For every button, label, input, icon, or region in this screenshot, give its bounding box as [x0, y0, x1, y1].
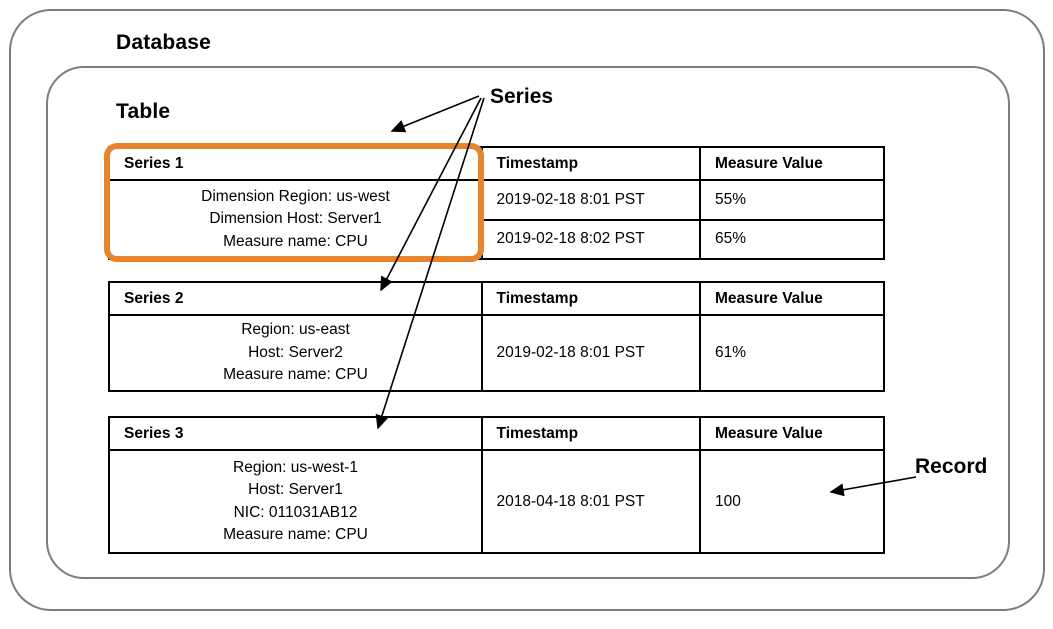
series-block: Series 2 Region: us-east Host: Server2 M…	[108, 281, 890, 392]
series-name-header: Series 1	[110, 148, 481, 181]
measure-value-header: Measure Value	[701, 418, 883, 451]
database-boundary	[9, 9, 1045, 611]
series-block: Series 1 Dimension Region: us-west Dimen…	[108, 146, 890, 260]
measure-value-cell: 100	[715, 492, 741, 510]
timestamp-column: Timestamp 2019-02-18 8:01 PST	[480, 281, 702, 392]
series-attribute: Dimension Region: us-west	[201, 187, 390, 205]
series-attribute: Measure name: CPU	[223, 525, 368, 543]
series-attribute: Dimension Host: Server1	[209, 210, 382, 228]
series-definition-column: Series 3 Region: us-west-1 Host: Server1…	[108, 416, 483, 554]
measure-value-header: Measure Value	[701, 148, 883, 181]
measure-value-cell: 65%	[701, 218, 883, 259]
series-annotation-label: Series	[490, 85, 554, 108]
series-attribute: Measure name: CPU	[223, 366, 368, 384]
series-attribute: Region: us-west-1	[233, 458, 358, 476]
series-name-header: Series 3	[110, 418, 481, 451]
series-attribute: NIC: 011031AB12	[233, 503, 358, 521]
measure-value-cell: 55%	[715, 190, 747, 208]
measure-value-cell: 61%	[715, 344, 747, 361]
table-label: Table	[116, 100, 171, 123]
measure-value-column: Measure Value 61%	[699, 281, 885, 392]
record-annotation-label: Record	[915, 455, 988, 478]
series-attributes: Dimension Region: us-west Dimension Host…	[110, 181, 481, 258]
series-attribute: Measure name: CPU	[223, 232, 368, 250]
series-attributes: Region: us-west-1 Host: Server1 NIC: 011…	[110, 451, 481, 552]
series-definition-column: Series 1 Dimension Region: us-west Dimen…	[108, 146, 483, 260]
timestamp-cell: 2019-02-18 8:01 PST	[496, 344, 645, 361]
measure-value-header: Measure Value	[701, 283, 883, 316]
series-attribute: Host: Server1	[248, 481, 343, 499]
timestamp-header: Timestamp	[482, 283, 700, 316]
timestamp-column: Timestamp 2019-02-18 8:01 PST 2019-02-18…	[480, 146, 702, 260]
measure-value-column: Measure Value 55% 65%	[699, 146, 885, 260]
timestamp-header: Timestamp	[482, 148, 700, 181]
series-attribute: Host: Server2	[248, 343, 343, 361]
timestamp-cell: 2019-02-18 8:01 PST	[496, 190, 645, 208]
series-block: Series 3 Region: us-west-1 Host: Server1…	[108, 416, 890, 554]
timestamp-column: Timestamp 2018-04-18 8:01 PST	[480, 416, 702, 554]
database-label: Database	[116, 31, 211, 54]
series-attribute: Region: us-east	[241, 321, 350, 339]
table-boundary	[46, 66, 1010, 579]
timestamp-cell: 2018-04-18 8:01 PST	[496, 492, 645, 510]
series-name-header: Series 2	[110, 283, 481, 316]
series-attributes: Region: us-east Host: Server2 Measure na…	[110, 316, 481, 390]
series-definition-column: Series 2 Region: us-east Host: Server2 M…	[108, 281, 483, 392]
timestamp-cell: 2019-02-18 8:02 PST	[482, 218, 700, 259]
measure-value-column: Measure Value 100	[699, 416, 885, 554]
timestamp-header: Timestamp	[482, 418, 700, 451]
